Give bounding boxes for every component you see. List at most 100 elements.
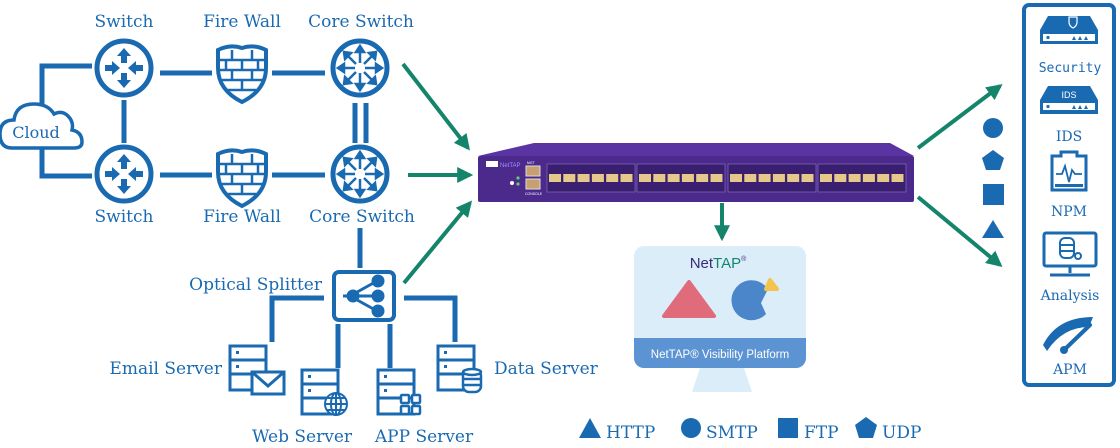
app-server-label: APP Server bbox=[374, 427, 474, 447]
shield-icon bbox=[1068, 16, 1078, 29]
reset-button[interactable] bbox=[510, 181, 514, 185]
switch-top-label: Switch bbox=[95, 12, 154, 32]
sfp-port[interactable] bbox=[758, 174, 771, 182]
sfp-port[interactable] bbox=[744, 174, 757, 182]
email-server-node[interactable]: Email Server bbox=[109, 344, 286, 396]
sfp-port[interactable] bbox=[667, 174, 680, 182]
sfp-port[interactable] bbox=[563, 174, 576, 182]
core-switch-top-node[interactable]: Core Switch bbox=[308, 12, 414, 95]
sfp-port[interactable] bbox=[620, 174, 633, 182]
sfp-port[interactable] bbox=[710, 174, 723, 182]
device-top bbox=[478, 143, 914, 156]
firewall-shield-icon bbox=[216, 44, 268, 104]
sfp-port[interactable] bbox=[577, 174, 590, 182]
firewall-shield-icon bbox=[216, 148, 268, 208]
optical-splitter-label: Optical Splitter bbox=[189, 275, 323, 295]
pie-slice-icon bbox=[764, 278, 779, 291]
triangle-icon bbox=[579, 418, 601, 438]
mgt-port[interactable] bbox=[525, 165, 541, 177]
tools-panel: Security IDS IDS NPM Analysis bbox=[1022, 3, 1116, 387]
tool-label: Security bbox=[1039, 61, 1102, 76]
database-icon bbox=[461, 367, 483, 394]
sfp-port[interactable] bbox=[787, 174, 800, 182]
legend-label: UDP bbox=[882, 423, 921, 443]
link-cloud-switch-bottom bbox=[39, 148, 92, 179]
firewall-top-node[interactable]: Fire Wall bbox=[203, 12, 281, 104]
core-switch-bottom-label: Core Switch bbox=[309, 207, 415, 227]
ftp-square-icon bbox=[983, 184, 1004, 205]
sfp-port[interactable] bbox=[891, 174, 904, 182]
web-server-node[interactable]: Web Server bbox=[252, 368, 353, 447]
traffic-arrows bbox=[401, 62, 1003, 285]
core-switch-icon bbox=[333, 41, 387, 95]
sfp-port[interactable] bbox=[639, 174, 651, 182]
device-logo bbox=[486, 161, 498, 167]
sfp-port[interactable] bbox=[696, 174, 709, 182]
pulse-icon bbox=[1056, 162, 1082, 183]
data-server-node[interactable]: Data Server bbox=[436, 344, 599, 394]
optical-splitter-node[interactable]: Optical Splitter bbox=[189, 270, 396, 322]
pie-chart-icon bbox=[731, 280, 768, 321]
tool-ids[interactable]: IDS IDS bbox=[1040, 86, 1098, 145]
sfp-port[interactable] bbox=[549, 174, 561, 182]
mgt-label: MGT bbox=[527, 161, 536, 165]
network-links bbox=[39, 63, 458, 368]
sfp-port[interactable] bbox=[591, 174, 604, 182]
npm-port-icon bbox=[1050, 150, 1088, 192]
legend-item-http: HTTP bbox=[579, 418, 655, 443]
apm-gauge-icon bbox=[1043, 317, 1093, 351]
sfp-port[interactable] bbox=[606, 174, 619, 182]
tool-npm[interactable]: NPM bbox=[1050, 150, 1088, 220]
sfp-port[interactable] bbox=[801, 174, 814, 182]
tool-security[interactable]: Security bbox=[1039, 16, 1102, 76]
arrow-core-top-to-tap bbox=[401, 62, 470, 151]
cloud-icon bbox=[0, 102, 84, 150]
firewall-top-label: Fire Wall bbox=[203, 12, 281, 32]
core-switch-bottom-node[interactable]: Core Switch bbox=[309, 147, 415, 227]
sfp-port[interactable] bbox=[653, 174, 666, 182]
http-triangle-icon bbox=[982, 220, 1004, 238]
sfp-port[interactable] bbox=[820, 174, 832, 182]
switch-top-node[interactable]: Switch bbox=[95, 12, 154, 95]
link-splitter-email bbox=[269, 295, 324, 342]
switch-icon bbox=[97, 147, 151, 201]
console-port[interactable] bbox=[525, 178, 541, 190]
link-cloud-switch-top bbox=[39, 63, 92, 110]
gauge-needle bbox=[1062, 323, 1092, 352]
sfp-port[interactable] bbox=[772, 174, 785, 182]
sfp-port[interactable] bbox=[848, 174, 861, 182]
sfp-port[interactable] bbox=[877, 174, 890, 182]
cloud-label: Cloud bbox=[12, 123, 60, 142]
sfp-port-bank bbox=[727, 163, 817, 193]
nettap-device[interactable]: NetTAP MGT CONSOLE bbox=[478, 143, 914, 202]
udp-pentagon-icon bbox=[982, 150, 1004, 170]
link-splitter-data bbox=[404, 295, 458, 342]
sfp-port-bank bbox=[817, 163, 907, 193]
share-icon bbox=[343, 274, 385, 318]
tool-label: NPM bbox=[1051, 204, 1087, 220]
protocol-legend: HTTP SMTP FTP UDP bbox=[579, 417, 921, 443]
cloud-node[interactable]: Cloud bbox=[0, 102, 84, 150]
sfp-port[interactable] bbox=[681, 174, 694, 182]
legend-label: SMTP bbox=[706, 423, 758, 443]
firewall-bottom-node[interactable]: Fire Wall bbox=[203, 148, 281, 227]
nettap-logo: NetTAP® bbox=[690, 255, 747, 272]
arrow-splitter-to-tap bbox=[402, 200, 473, 285]
app-grid-icon bbox=[399, 393, 422, 416]
legend-item-udp: UDP bbox=[855, 417, 921, 443]
sfp-port[interactable] bbox=[862, 174, 875, 182]
visibility-platform-monitor: NetTAP® NetTAP® Visibility Platform bbox=[634, 246, 806, 392]
app-server-node[interactable]: APP Server bbox=[374, 368, 474, 447]
http-triangle-icon bbox=[662, 280, 716, 318]
web-server-label: Web Server bbox=[252, 427, 353, 447]
platform-footer-label: NetTAP® Visibility Platform bbox=[651, 349, 789, 361]
traffic-shapes bbox=[982, 118, 1004, 238]
legend-label: HTTP bbox=[606, 423, 655, 443]
switch-bottom-node[interactable]: Switch bbox=[95, 147, 154, 227]
legend-item-smtp: SMTP bbox=[681, 418, 758, 443]
tool-apm[interactable]: APM bbox=[1043, 317, 1093, 378]
sfp-port[interactable] bbox=[834, 174, 847, 182]
tool-analysis[interactable]: Analysis bbox=[1040, 231, 1100, 304]
sfp-port[interactable] bbox=[730, 174, 742, 182]
legend-item-ftp: FTP bbox=[778, 418, 839, 443]
